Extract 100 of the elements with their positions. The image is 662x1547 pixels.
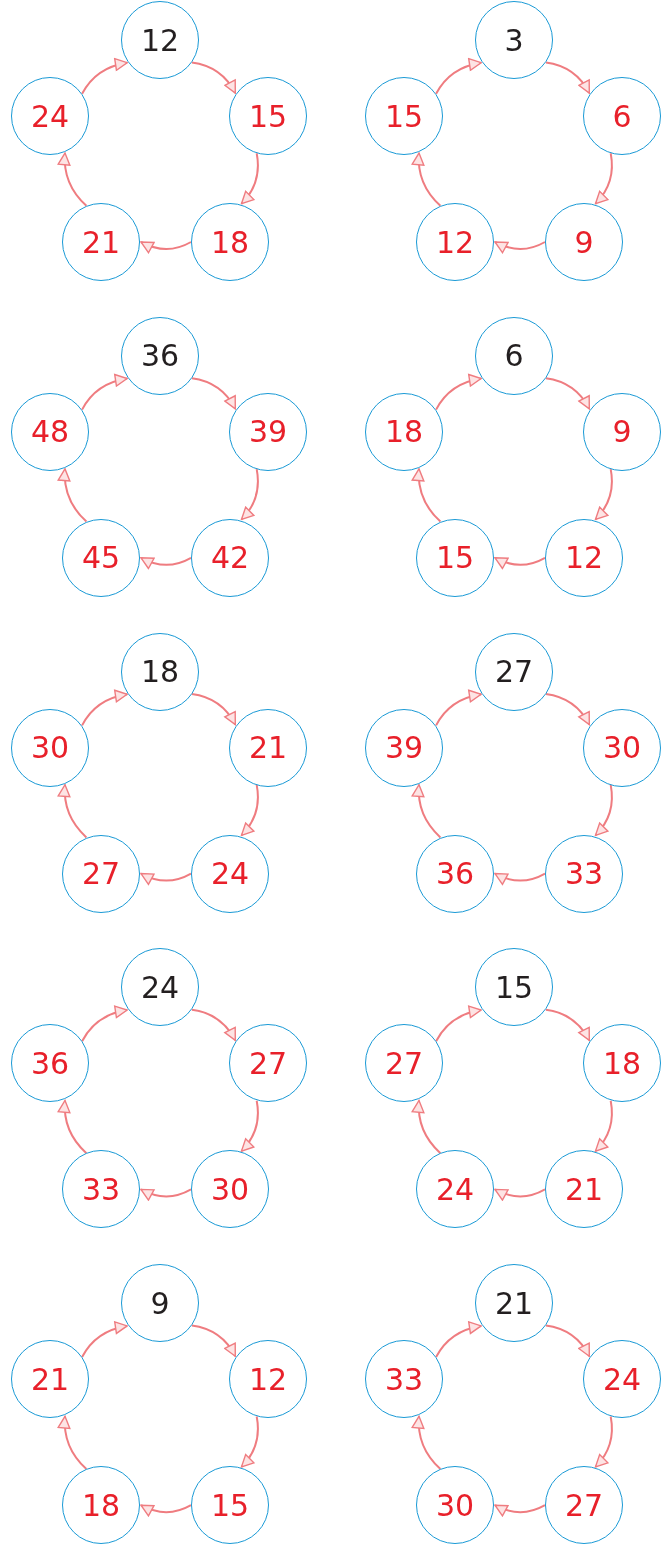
- curved-arrow: [57, 152, 88, 207]
- number: 15: [248, 98, 288, 134]
- number: 15: [494, 969, 534, 1005]
- number: 27: [384, 1045, 424, 1081]
- curved-arrow: [435, 1005, 483, 1043]
- number: 18: [384, 414, 424, 450]
- curved-arrow: [544, 693, 591, 726]
- curved-arrow: [594, 152, 613, 205]
- curved-arrow: [81, 1005, 129, 1043]
- curved-arrow: [190, 377, 237, 410]
- number: 27: [81, 856, 121, 892]
- number: 12: [140, 22, 180, 58]
- curved-arrow: [435, 689, 483, 727]
- curved-arrow: [594, 1415, 613, 1468]
- number: 33: [384, 1361, 424, 1397]
- number: 39: [384, 730, 424, 766]
- curved-arrow: [544, 1008, 591, 1042]
- curved-arrow: [594, 1099, 613, 1153]
- number: 12: [564, 540, 604, 576]
- curved-arrow: [140, 1504, 192, 1517]
- curved-arrow: [594, 468, 613, 521]
- number: 36: [435, 856, 475, 892]
- curved-arrow: [190, 61, 237, 94]
- curved-arrow: [190, 1008, 237, 1042]
- number: 27: [494, 654, 534, 690]
- curved-arrow: [81, 374, 129, 411]
- curved-arrow: [435, 1321, 483, 1358]
- curved-arrow: [57, 1415, 88, 1470]
- curved-arrow: [240, 152, 259, 205]
- curved-arrow: [190, 693, 237, 726]
- number: 3: [504, 22, 524, 58]
- curved-arrow: [81, 58, 129, 95]
- number: 9: [612, 414, 632, 450]
- number: 15: [384, 98, 424, 134]
- number: 27: [564, 1487, 604, 1523]
- curved-arrow: [494, 872, 546, 885]
- curved-arrow: [544, 61, 591, 94]
- curved-arrow: [494, 556, 546, 569]
- number: 36: [140, 338, 180, 374]
- curved-arrow: [411, 1415, 442, 1470]
- number: 24: [210, 856, 250, 892]
- curved-arrow: [594, 783, 613, 837]
- number: 33: [81, 1171, 121, 1207]
- curved-arrow: [411, 1099, 442, 1155]
- number: 48: [30, 414, 70, 450]
- curved-arrow: [544, 1324, 591, 1358]
- number: 21: [81, 224, 121, 260]
- curved-arrow: [411, 152, 442, 207]
- curved-arrow: [240, 468, 259, 521]
- number: 21: [564, 1171, 604, 1207]
- number: 18: [81, 1487, 121, 1523]
- curved-arrow: [57, 1099, 88, 1155]
- number: 21: [494, 1285, 534, 1321]
- curved-arrow: [411, 467, 442, 523]
- number: 9: [574, 224, 594, 260]
- curved-arrow: [140, 1188, 192, 1201]
- curved-arrow: [494, 1504, 546, 1517]
- curved-arrow: [240, 1415, 259, 1468]
- number: 45: [81, 540, 121, 576]
- number: 30: [602, 730, 642, 766]
- number: 18: [140, 654, 180, 690]
- curved-arrow: [435, 58, 483, 95]
- number: 12: [435, 224, 475, 260]
- number: 21: [30, 1361, 70, 1397]
- number: 12: [248, 1361, 288, 1397]
- number: 21: [248, 730, 288, 766]
- number: 30: [435, 1487, 475, 1523]
- number: 30: [30, 730, 70, 766]
- number: 24: [140, 969, 180, 1005]
- number: 24: [30, 98, 70, 134]
- number: 6: [612, 98, 632, 134]
- curved-arrow: [494, 241, 546, 254]
- number: 39: [248, 414, 288, 450]
- number: 24: [435, 1171, 475, 1207]
- curved-arrow: [140, 241, 192, 254]
- number: 33: [564, 856, 604, 892]
- number: 6: [504, 338, 524, 374]
- curved-arrow: [494, 1188, 546, 1201]
- number: 9: [150, 1285, 170, 1321]
- curved-arrow: [81, 689, 129, 727]
- number: 15: [210, 1487, 250, 1523]
- number: 30: [210, 1171, 250, 1207]
- number: 18: [602, 1045, 642, 1081]
- curved-arrow: [57, 467, 88, 523]
- number: 42: [210, 540, 250, 576]
- curved-arrow: [140, 556, 192, 569]
- curved-arrow: [140, 872, 192, 885]
- curved-arrow: [81, 1321, 129, 1358]
- curved-arrow: [544, 377, 591, 410]
- curved-arrow: [190, 1324, 237, 1358]
- number: 27: [248, 1045, 288, 1081]
- curved-arrow: [57, 783, 88, 839]
- curved-arrow: [411, 783, 442, 839]
- number: 18: [210, 224, 250, 260]
- number: 24: [602, 1361, 642, 1397]
- curved-arrow: [240, 783, 259, 837]
- curved-arrow: [435, 374, 483, 411]
- curved-arrow: [240, 1099, 259, 1153]
- number: 36: [30, 1045, 70, 1081]
- number: 15: [435, 540, 475, 576]
